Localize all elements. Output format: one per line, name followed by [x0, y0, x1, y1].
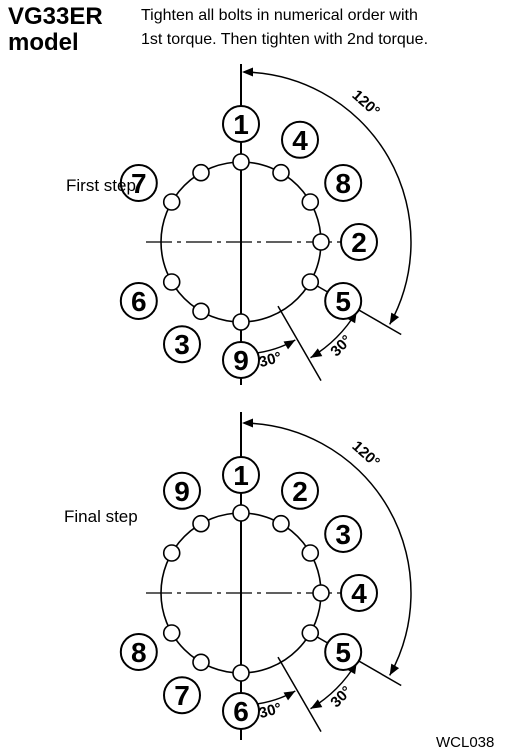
bolt-hole — [162, 544, 181, 562]
bolt-number-label: 3 — [174, 329, 190, 360]
bolt-number-marker: 1 — [222, 105, 260, 143]
bolt-number-marker: 2 — [340, 223, 378, 261]
bolt-number-marker: 8 — [119, 633, 158, 671]
bolt-hole — [301, 273, 320, 291]
radial-guide-line — [277, 656, 322, 732]
bolt-number-label: 3 — [335, 519, 351, 550]
bolt-hole — [162, 273, 181, 291]
arc-arrowhead — [389, 312, 400, 325]
bolt-number-marker: 2 — [281, 471, 319, 510]
bolt-number-circle — [324, 515, 363, 553]
bolt-hole — [301, 544, 320, 562]
bolt-number-marker: 8 — [324, 164, 363, 202]
bolt-number-circle — [119, 164, 158, 202]
bolt-hole — [162, 624, 181, 642]
bolt-number-marker: 4 — [281, 120, 319, 159]
bolt-hole — [232, 153, 250, 171]
bolt-number-marker: 7 — [119, 164, 158, 202]
bolt-number-label: 9 — [174, 476, 190, 507]
bolt-number-label: 7 — [131, 168, 147, 199]
bolt-number-circle — [281, 120, 319, 159]
arc-arrowhead — [283, 339, 296, 350]
angle-label-30: 30° — [257, 349, 283, 371]
bolt-hole — [232, 664, 250, 682]
bolt-number-label: 5 — [335, 286, 351, 317]
bolt-hole — [192, 163, 210, 182]
bolt-number-circle — [119, 282, 158, 320]
bolt-number-circle — [340, 574, 378, 612]
bolt-number-circle — [163, 325, 201, 364]
bolt-number-circle — [222, 692, 260, 730]
arc-arrowhead — [283, 690, 296, 701]
bolt-number-circle — [324, 282, 363, 320]
angle-label-30: 30° — [327, 683, 355, 711]
bolt-hole — [312, 584, 330, 602]
bolt-number-label: 6 — [131, 286, 147, 317]
final-step-label: Final step — [64, 507, 138, 526]
arc-arrowhead — [242, 418, 253, 428]
bolt-number-label: 4 — [351, 578, 367, 609]
arc-arrowhead — [389, 663, 400, 676]
arc-arrowhead — [310, 699, 323, 709]
bolt-number-circle — [324, 633, 363, 671]
bolt-number-marker: 9 — [163, 471, 201, 510]
bolt-number-circle — [222, 341, 260, 379]
bolt-number-label: 7 — [174, 680, 190, 711]
bolt-number-circle — [281, 471, 319, 510]
bolt-hole — [232, 504, 250, 522]
angle-label-30: 30° — [327, 332, 355, 360]
arc-arrowhead — [242, 67, 253, 77]
bolt-hole — [192, 514, 210, 533]
bolt-number-marker: 7 — [163, 676, 201, 715]
bolt-hole — [301, 624, 320, 642]
bolt-number-label: 8 — [335, 168, 351, 199]
bolt-hole — [232, 313, 250, 331]
bolt-number-label: 8 — [131, 637, 147, 668]
bolt-number-circle — [324, 164, 363, 202]
radial-guide-line — [277, 305, 322, 381]
bolt-number-marker: 4 — [340, 574, 378, 612]
bolt-number-marker: 5 — [324, 633, 363, 671]
angle-label-30: 30° — [257, 700, 283, 722]
bolt-number-marker: 6 — [119, 282, 158, 320]
bolt-number-marker: 3 — [163, 325, 201, 364]
bolt-number-circle — [222, 456, 260, 494]
bolt-number-label: 9 — [233, 345, 249, 376]
first-step-label: First step — [66, 176, 136, 195]
bolt-number-circle — [119, 633, 158, 671]
bolt-hole — [162, 193, 181, 211]
bolt-number-circle — [163, 471, 201, 510]
bolt-number-label: 1 — [233, 460, 249, 491]
arc-120-line — [243, 422, 412, 676]
bolt-number-circle — [163, 676, 201, 715]
bolt-number-circle — [340, 223, 378, 261]
bolt-number-marker: 5 — [324, 282, 363, 320]
bolt-number-marker: 6 — [222, 692, 260, 730]
bolt-hole — [272, 163, 290, 182]
bolt-number-label: 2 — [351, 227, 367, 258]
bolt-number-label: 4 — [292, 125, 308, 156]
bolt-number-label: 5 — [335, 637, 351, 668]
bolt-number-marker: 1 — [222, 456, 260, 494]
bolt-number-label: 2 — [292, 476, 308, 507]
bolt-hole — [301, 193, 320, 211]
figure-code: WCL038 — [436, 734, 495, 751]
arc-arrowhead — [310, 348, 323, 358]
bolt-number-circle — [222, 105, 260, 143]
bolt-hole — [312, 233, 330, 251]
model-title: VG33ER model — [8, 3, 103, 56]
bolt-number-label: 1 — [233, 109, 249, 140]
bolt-number-marker: 9 — [222, 341, 260, 379]
tightening-instruction: Tighten all bolts in numerical order wit… — [141, 7, 429, 48]
arc-120-line — [243, 71, 412, 325]
bolt-hole — [272, 514, 290, 533]
bolt-hole — [192, 302, 210, 321]
bolt-number-marker: 3 — [324, 515, 363, 553]
bolt-hole — [192, 653, 210, 672]
bolt-number-label: 6 — [233, 696, 249, 727]
